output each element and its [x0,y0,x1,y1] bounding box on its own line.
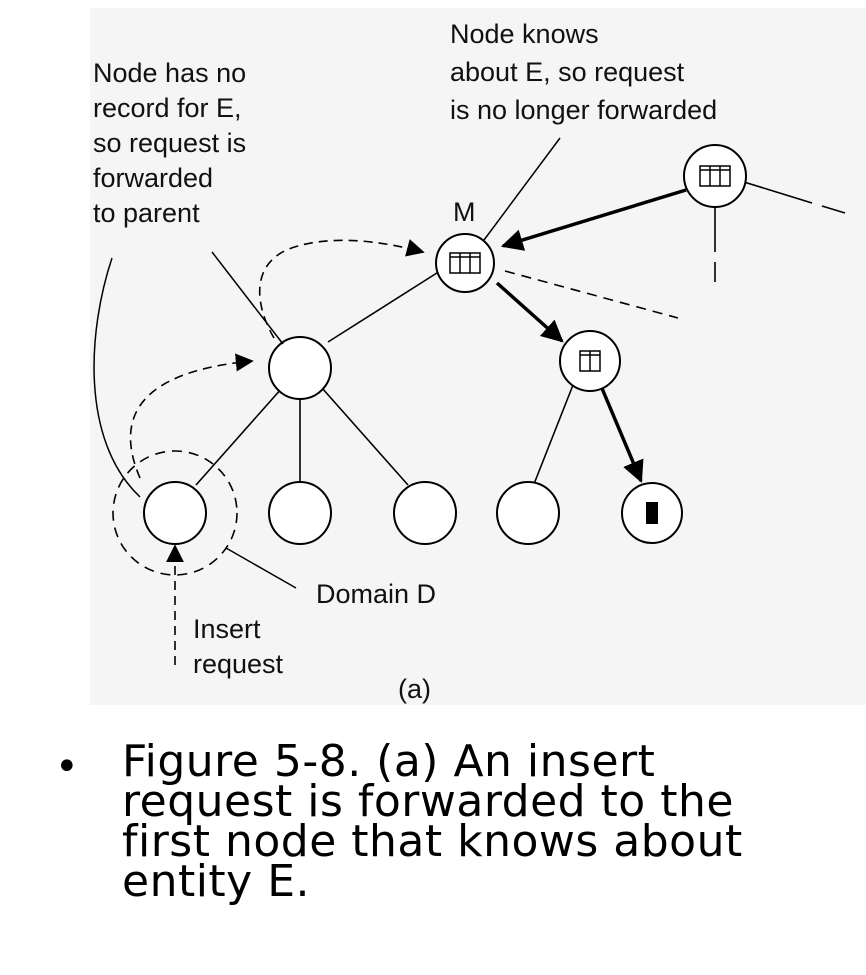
label-subfigure-a: (a) [398,674,431,704]
node-parent [268,336,332,400]
bold-arrow-top-to-m [500,188,687,251]
node-leaf-3 [393,481,457,545]
bold-arrow-m-to-mid [495,281,564,343]
edge-parent-to-leaf1 [195,387,283,486]
leader-knows [483,137,561,241]
edge-mid-to-leaf4 [533,384,574,485]
tree-edges [195,181,846,486]
entity-e-record-icon [646,502,658,524]
label-node-m: M [453,197,476,227]
leader-no-record-outer [93,257,141,498]
edge-m-dashed-right [504,270,679,319]
node-leaf-2 [268,481,332,545]
forwarding-path [495,188,687,484]
record-table-icon-m [449,252,481,274]
edge-parent-to-leaf3 [321,387,409,486]
record-table-icon-mid [579,350,601,372]
edge-top-right-out-dash [821,205,846,214]
node-leaf-1 [143,481,207,545]
leader-domain [225,547,297,589]
dashed-arrow-parent-to-m [258,239,425,339]
label-node-knows: Node knows about E, so request is no lon… [450,19,717,125]
domain-d-boundary [112,450,238,576]
tree-diagram: Node has no record for E, so request is … [93,19,846,704]
leader-lines [93,137,561,589]
label-domain-d: Domain D [316,579,436,609]
leader-no-record-inner [211,251,284,345]
tree-nodes [143,144,747,545]
figure-caption: Figure 5-8. (a) An insert request is for… [122,736,743,907]
bullet-marker: • [55,744,79,790]
label-no-record: Node has no record for E, so request is … [93,58,254,228]
edge-top-right-out [743,181,813,204]
dashed-arrow-leaf-to-parent [129,353,254,479]
dashed-request-arrows [129,239,425,665]
bold-arrow-mid-to-leaf5 [599,385,644,484]
label-insert-request: Insert request [193,614,284,679]
node-leaf-4 [496,481,560,545]
record-table-icon-top-right [699,165,731,187]
edge-m-to-left-parent [327,270,441,343]
figure-background [90,8,866,705]
